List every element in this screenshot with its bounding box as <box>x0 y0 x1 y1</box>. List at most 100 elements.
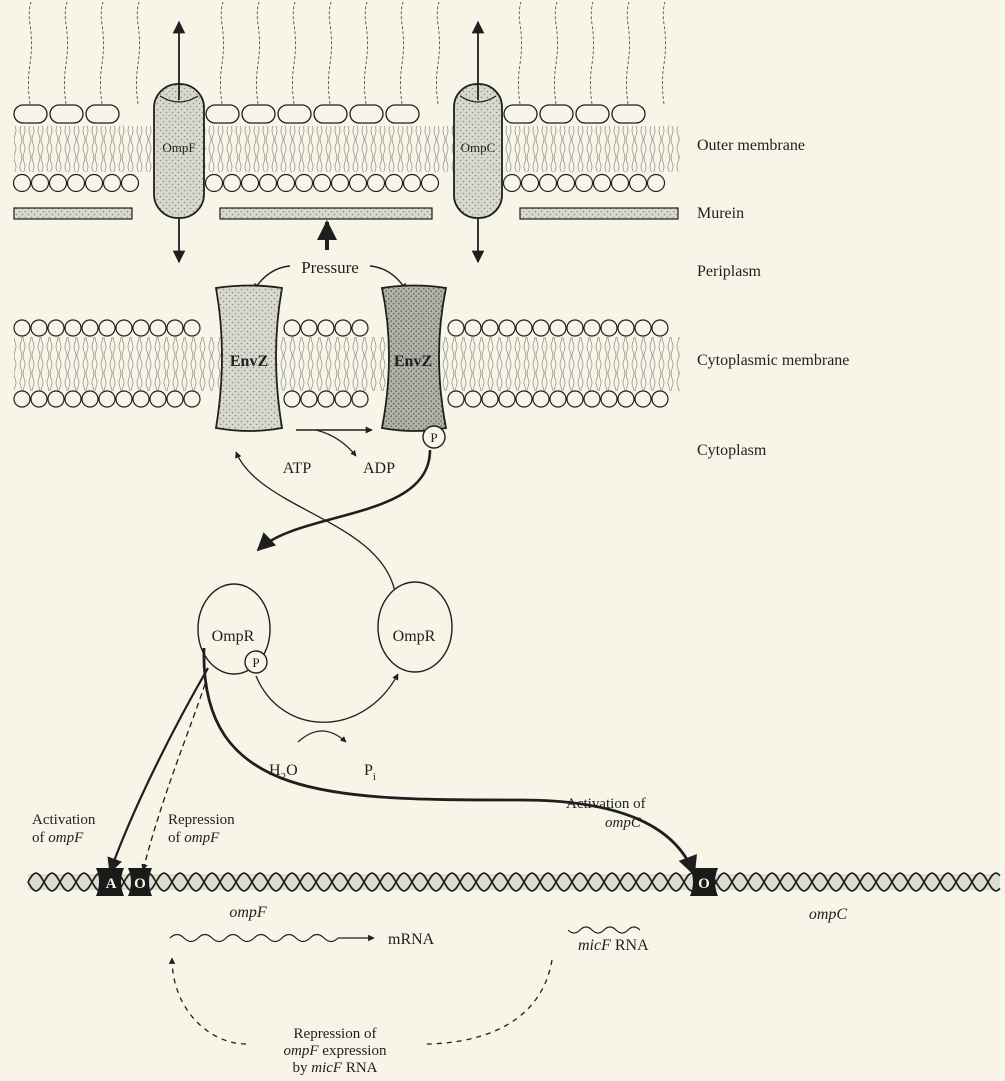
phospholipid-head <box>31 391 47 407</box>
svg-text:Repression: Repression <box>168 812 235 828</box>
phospholipid-head <box>601 320 617 336</box>
phospholipid-head <box>278 175 295 192</box>
phospholipid-head <box>65 320 81 336</box>
phospholipid-head <box>133 391 149 407</box>
phospholipid-head <box>516 320 532 336</box>
ompf-activator-site: A <box>96 868 124 896</box>
phospholipid-head <box>284 320 300 336</box>
phospholipid-head <box>522 175 539 192</box>
phospholipid-head <box>499 320 515 336</box>
lipid-a-head <box>86 105 119 123</box>
envz-left-label: EnvZ <box>230 353 268 370</box>
phospholipid-head <box>594 175 611 192</box>
phospholipid-head <box>32 175 49 192</box>
micf-rna-wave <box>568 927 640 933</box>
phospholipid-head <box>465 320 481 336</box>
phospholipid-head <box>68 175 85 192</box>
cytoplasmic-membrane <box>14 320 680 407</box>
phospholipid-head <box>630 175 647 192</box>
phospholipid-head <box>167 320 183 336</box>
lipid-a-head <box>504 105 537 123</box>
phospholipid-head <box>499 391 515 407</box>
lps-chain <box>101 2 104 104</box>
phospholipid-head <box>184 320 200 336</box>
lps-chain <box>591 2 594 104</box>
phospholipid-head <box>332 175 349 192</box>
dephosphorylation: H2O Pi <box>256 674 398 783</box>
phospholipid-head <box>314 175 331 192</box>
lps-chain <box>29 2 32 104</box>
ompr-phosphorylated: OmpR P <box>198 584 270 674</box>
phospholipid-head <box>558 175 575 192</box>
phospholipid-head <box>576 175 593 192</box>
svg-text:ompC: ompC <box>605 815 642 831</box>
svg-text:of ompF: of ompF <box>32 830 84 846</box>
phospholipid-head <box>601 391 617 407</box>
phospholipid-head <box>448 391 464 407</box>
phospholipid-head <box>350 175 367 192</box>
phospholipid-head <box>14 391 30 407</box>
phospholipid-head <box>465 391 481 407</box>
phosphotransfer-cycle <box>236 450 430 592</box>
phospholipid-head <box>652 320 668 336</box>
phospholipid-head <box>567 320 583 336</box>
lps-chain <box>627 2 630 104</box>
mrna-label: mRNA <box>388 931 435 948</box>
lipid-a-head <box>278 105 311 123</box>
lps-chain <box>221 2 224 104</box>
phospholipid-head <box>504 175 521 192</box>
phospholipid-head <box>318 391 334 407</box>
ompc-operator-label: O <box>698 876 710 892</box>
phospholipid-head <box>150 391 166 407</box>
phospholipid-head <box>335 320 351 336</box>
pi-label: Pi <box>364 762 376 783</box>
phospholipid-head <box>301 391 317 407</box>
phospholipid-head <box>99 391 115 407</box>
outer-membrane-top-row <box>14 105 645 123</box>
phospholipid-head <box>116 320 132 336</box>
ompf-gene-label: ompF <box>229 904 267 921</box>
ompf-operator-label: O <box>134 876 146 892</box>
phospholipid-head <box>65 391 81 407</box>
phospholipid-head <box>550 320 566 336</box>
phospholipid-head <box>242 175 259 192</box>
compartment-labels: Outer membrane Murein Periplasm Cytoplas… <box>697 137 849 459</box>
phospholipid-head <box>224 175 241 192</box>
svg-text:by micF RNA: by micF RNA <box>293 1060 378 1076</box>
ompc-gene-label: ompC <box>809 906 848 923</box>
phospholipid-head <box>422 175 439 192</box>
lps-chain <box>555 2 558 104</box>
atp-label: ATP <box>283 460 312 477</box>
lps-chain <box>257 2 260 104</box>
outer-membrane-label: Outer membrane <box>697 137 805 154</box>
ompf-mrna-wave <box>170 935 338 942</box>
adp-label: ADP <box>363 460 395 477</box>
lipid-a-head <box>14 105 47 123</box>
envz-phospho-label: P <box>430 430 437 445</box>
cytoplasmic-membrane-tails <box>14 337 680 391</box>
svg-text:of ompF: of ompF <box>168 830 220 846</box>
micf-rna-label: micF RNA <box>578 937 649 954</box>
phospholipid-head <box>386 175 403 192</box>
lipid-a-head <box>50 105 83 123</box>
envz-left: EnvZ <box>216 286 282 432</box>
phospholipid-head <box>167 391 183 407</box>
lps-chain <box>437 2 440 104</box>
activator-site-label: A <box>106 876 117 892</box>
ompr-left-label: OmpR <box>212 628 255 645</box>
phospholipid-head <box>584 391 600 407</box>
cytoplasmic-membrane-top-row <box>14 320 668 336</box>
envz-right-label: EnvZ <box>394 353 432 370</box>
phospholipid-head <box>50 175 67 192</box>
lps-chain <box>65 2 68 104</box>
phospholipid-head <box>82 391 98 407</box>
pressure-label: Pressure <box>301 258 359 277</box>
phospholipid-head <box>482 391 498 407</box>
phospholipid-head <box>48 391 64 407</box>
lipid-a-head <box>206 105 239 123</box>
lps-chain <box>519 2 522 104</box>
dna-strand <box>28 873 1000 891</box>
lipid-a-head <box>612 105 645 123</box>
lipid-a-head <box>242 105 275 123</box>
lps-chains <box>29 2 666 104</box>
